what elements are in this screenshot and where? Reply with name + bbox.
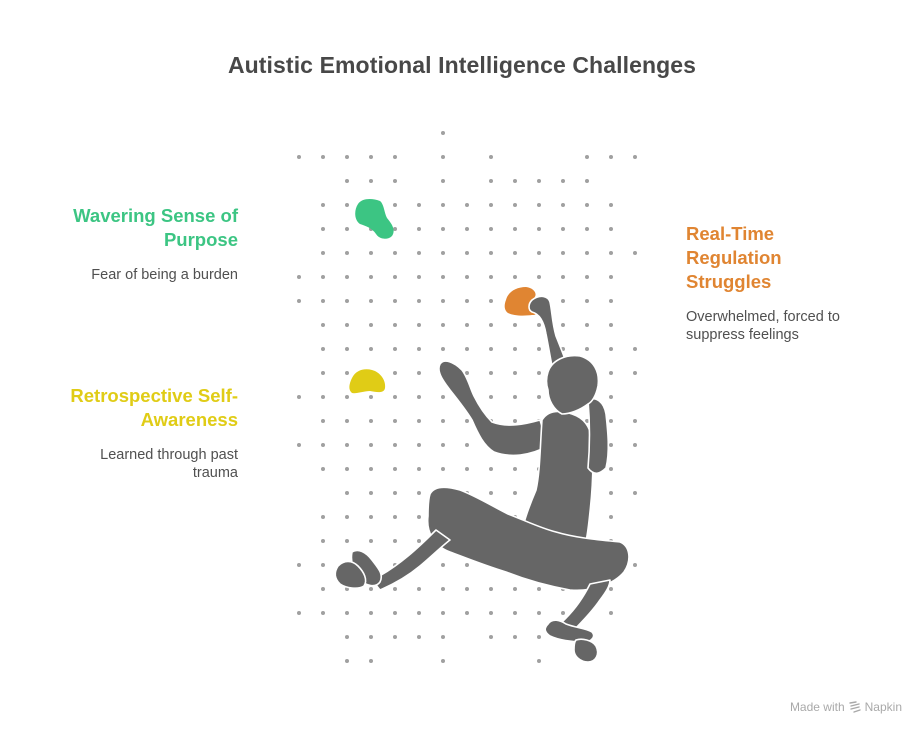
green-hold-icon: [355, 199, 394, 239]
item-retrospective-awareness: Retrospective Self- Awareness Learned th…: [0, 384, 238, 482]
made-with-napkin-badge[interactable]: Made with Napkin: [790, 700, 902, 714]
item-wavering-purpose: Wavering Sense of Purpose Fear of being …: [0, 204, 238, 284]
made-with-label: Made with: [789, 700, 845, 714]
item-heading: Retrospective Self- Awareness: [70, 385, 238, 430]
diagram-title: Autistic Emotional Intelligence Challeng…: [227, 52, 697, 78]
yellow-hold-icon: [349, 369, 386, 394]
napkin-logo-icon: [848, 701, 861, 713]
item-description: Overwhelmed, forced to suppress feelings: [686, 309, 840, 343]
napkin-brand-label: Napkin: [864, 700, 902, 714]
item-description: Learned through past trauma: [100, 447, 238, 481]
item-heading: Real-Time Regulation Struggles: [686, 223, 782, 292]
item-description: Fear of being a burden: [91, 267, 238, 283]
item-realtime-regulation: Real-Time Regulation Struggles Overwhelm…: [686, 222, 906, 344]
item-heading: Wavering Sense of Purpose: [73, 205, 238, 250]
climber-figure-icon: [334, 295, 630, 663]
